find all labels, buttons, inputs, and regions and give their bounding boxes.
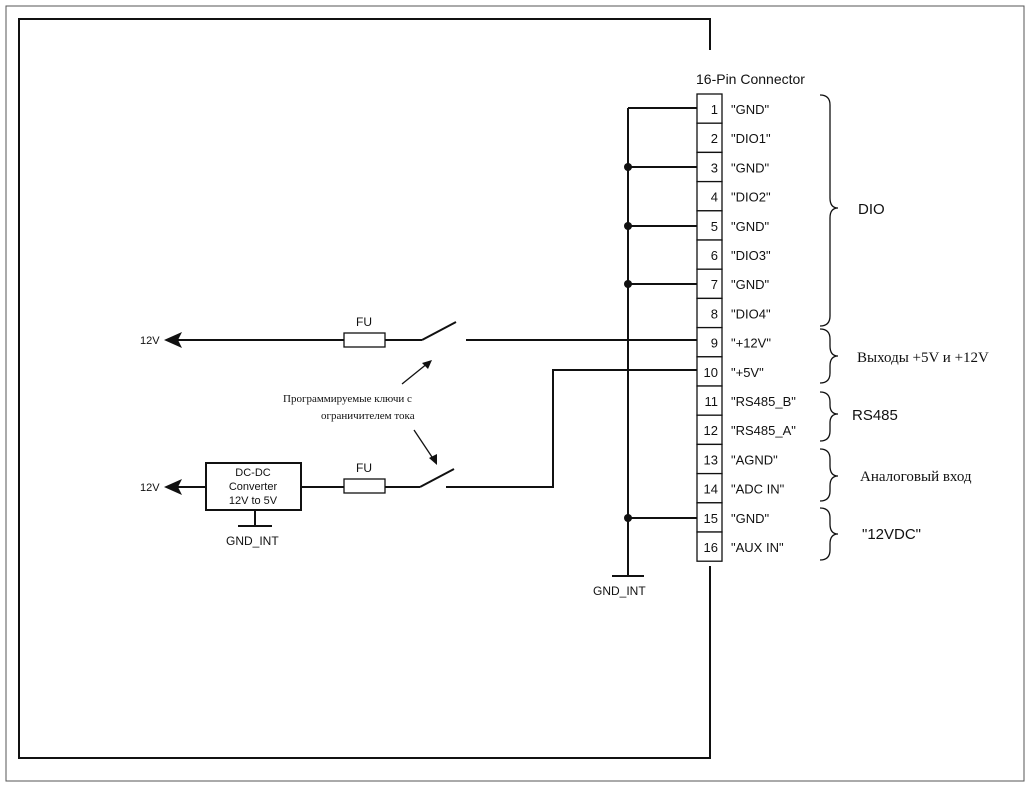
- pin-signal-label: "DIO1": [731, 131, 771, 146]
- fuse-bottom-label: FU: [356, 461, 372, 475]
- converter-label-1: DC-DC: [235, 467, 270, 479]
- path-12v-output: 12V FU: [140, 315, 697, 348]
- arrow-left-icon: [164, 332, 182, 348]
- connector: 16-Pin Connector 1 "GND" 2 "DIO1" 3 "GND" 4 "DI…: [696, 71, 805, 562]
- pin-box: [696, 443, 723, 475]
- arrow-down-icon: [429, 454, 437, 465]
- group-label-analog: Аналоговый вход: [860, 469, 972, 485]
- pin-number: 16: [704, 540, 718, 555]
- pin-number: 11: [705, 394, 719, 409]
- pin-box: [696, 180, 723, 212]
- junction-dot: [624, 222, 632, 230]
- pin-signal-label: "DIO4": [731, 306, 771, 321]
- switch-top: [421, 321, 457, 341]
- group-braces: [819, 94, 839, 561]
- pin-box: [696, 151, 723, 183]
- pin-signal-label: "DIO2": [731, 190, 771, 205]
- pin-signal-label: "AUX IN": [731, 540, 784, 555]
- pin-box: [696, 297, 723, 329]
- pin-number: 9: [711, 336, 718, 351]
- pin-box: [696, 531, 723, 562]
- brace-dio: [819, 94, 839, 327]
- arrow-up-icon: [422, 360, 432, 369]
- path-5v-output: 12V DC-DC Converter 12V to 5V GND_INT FU: [140, 369, 697, 548]
- pin-signal-label: "GND": [731, 511, 770, 526]
- pin-box: [696, 268, 723, 300]
- pin-signal-label: "GND": [731, 102, 770, 117]
- junction-dot: [624, 163, 632, 171]
- pin-signal-label: "DIO3": [731, 248, 771, 263]
- out-12v-top-label: 12V: [140, 335, 160, 347]
- junction-dot: [624, 514, 632, 522]
- pin-number: 6: [711, 248, 718, 263]
- gnd-bus: GND_INT: [593, 107, 697, 598]
- device-outline: [18, 18, 711, 759]
- pin-number: 14: [704, 482, 718, 497]
- keys-note: Программируемые ключи с ограничителем то…: [283, 360, 437, 465]
- pin-number: 13: [704, 452, 718, 467]
- pin-signal-label: "AGND": [731, 452, 778, 467]
- converter-label-3: 12V to 5V: [229, 495, 278, 507]
- pin-number: 5: [711, 219, 718, 234]
- pin-box: [696, 326, 723, 358]
- connector-pins: 1 "GND" 2 "DIO1" 3 "GND" 4 "DIO2" 5 "GND" 6 "DIO3" 7…: [696, 93, 796, 562]
- pin-signal-label: "+5V": [731, 365, 764, 380]
- pin-number: 2: [711, 131, 718, 146]
- pin-signal-label: "RS485_A": [731, 423, 796, 438]
- connector-title: 16-Pin Connector: [696, 71, 805, 87]
- switch-bottom: [419, 468, 455, 488]
- pin-box: [696, 239, 723, 270]
- fuse-top: [343, 332, 386, 348]
- pin-number: 7: [711, 277, 718, 292]
- gnd-main-label: GND_INT: [593, 584, 646, 598]
- keys-note-line-1: Программируемые ключи с: [283, 393, 412, 405]
- pin-box: [696, 122, 723, 154]
- fuse-top-label: FU: [356, 315, 372, 329]
- pin-number: 4: [711, 190, 718, 205]
- group-label-outputs: Выходы +5V и +12V: [857, 350, 989, 366]
- pin-box: [696, 210, 723, 241]
- pin-signal-label: "ADC IN": [731, 482, 785, 497]
- keys-note-line-2: ограничителем тока: [321, 410, 415, 422]
- arrow-left-icon: [164, 479, 182, 495]
- pin-signal-label: "GND": [731, 277, 770, 292]
- brace-analog: [819, 448, 839, 502]
- pin-number: 1: [711, 102, 718, 117]
- brace-rs485: [819, 391, 839, 442]
- converter-label-2: Converter: [229, 481, 278, 493]
- gnd-converter-label: GND_INT: [226, 534, 279, 548]
- pin-number: 8: [711, 306, 718, 321]
- fuse-bottom: [343, 478, 386, 494]
- pin-number: 12: [704, 423, 718, 438]
- pin-number: 15: [704, 511, 718, 526]
- pin-signal-label: "GND": [731, 160, 770, 175]
- group-label-rs485: RS485: [852, 407, 898, 424]
- pin-signal-label: "+12V": [731, 336, 771, 351]
- pin-signal-label: "GND": [731, 219, 770, 234]
- junction-dot: [624, 280, 632, 288]
- pin-number: 3: [711, 160, 718, 175]
- out-12v-bottom-label: 12V: [140, 482, 160, 494]
- brace-outputs: [819, 328, 839, 384]
- brace-12vdc: [819, 507, 839, 561]
- group-label-12vdc: "12VDC": [862, 526, 921, 543]
- pin-number: 10: [704, 365, 718, 380]
- group-label-dio: DIO: [858, 201, 885, 218]
- pin-box: [696, 93, 723, 124]
- pin-signal-label: "RS485_B": [731, 394, 796, 409]
- outer-border: [5, 5, 1025, 782]
